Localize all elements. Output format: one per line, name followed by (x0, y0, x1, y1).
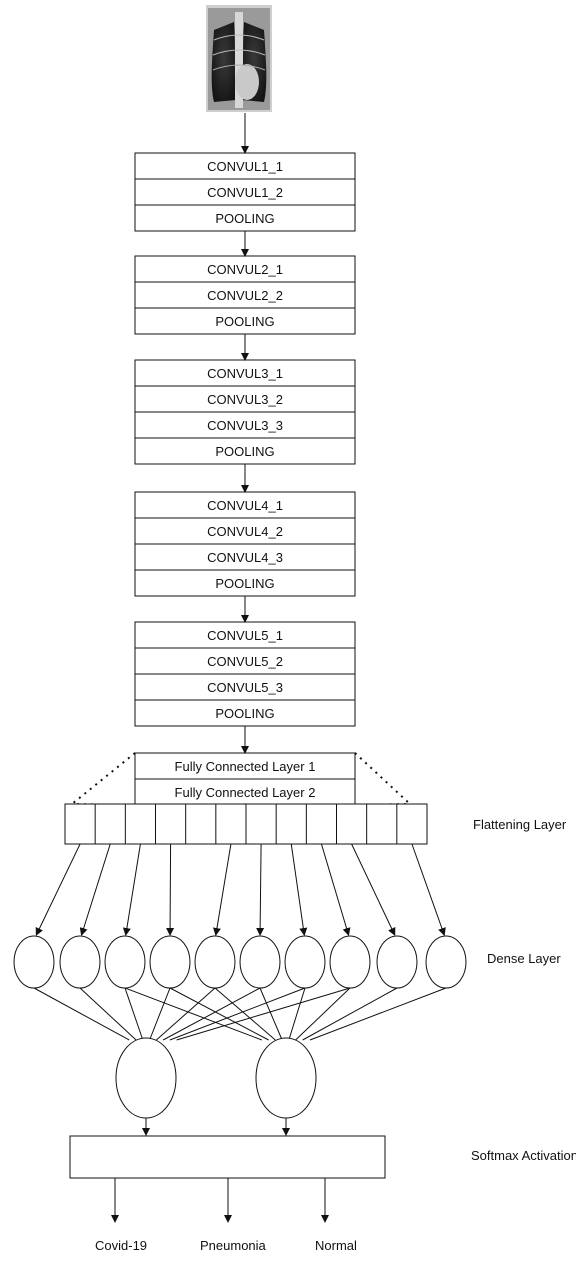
projection-dotted-line (72, 753, 135, 804)
output-node (256, 1038, 316, 1118)
dense-node (377, 936, 417, 988)
dense-to-output-line (289, 988, 305, 1040)
flatten-to-dense-arrow (412, 844, 444, 935)
layer-label: CONVUL3_2 (207, 392, 283, 407)
dense-to-output-line (310, 988, 446, 1040)
dense-to-output-line (34, 988, 129, 1040)
dense-node (240, 936, 280, 988)
dense-node (330, 936, 370, 988)
flatten-to-dense-arrow (291, 844, 304, 935)
layer-label: Fully Connected Layer 2 (175, 785, 316, 800)
layer-label: CONVUL3_3 (207, 418, 283, 433)
dense-to-output-line (125, 988, 262, 1040)
layer-label: CONVUL5_2 (207, 654, 283, 669)
dense-node (195, 936, 235, 988)
layer-label: CONVUL4_1 (207, 498, 283, 513)
dense-to-output-line (303, 988, 397, 1040)
dense-node (285, 936, 325, 988)
dense-node (60, 936, 100, 988)
dense-layer-label: Dense Layer (487, 951, 561, 966)
flatten-to-dense-arrow (216, 844, 231, 935)
layer-label: POOLING (215, 211, 274, 226)
layer-label: POOLING (215, 314, 274, 329)
dense-node (426, 936, 466, 988)
layer-label: POOLING (215, 706, 274, 721)
layer-label: CONVUL3_1 (207, 366, 283, 381)
flatten-to-dense-arrow (352, 844, 395, 935)
flatten-to-dense-arrow (82, 844, 111, 935)
layer-label: Fully Connected Layer 1 (175, 759, 316, 774)
dense-node (150, 936, 190, 988)
output-node (116, 1038, 176, 1118)
layer-label: POOLING (215, 576, 274, 591)
dense-node (14, 936, 54, 988)
flatten-to-dense-arrow (126, 844, 141, 935)
flatten-to-dense-arrow (260, 844, 261, 935)
softmax-activation-label: Softmax Activation (471, 1148, 576, 1163)
layer-label: CONVUL2_2 (207, 288, 283, 303)
flatten-to-dense-arrow (170, 844, 171, 935)
flatten-to-dense-arrow (36, 844, 80, 935)
layer-label: CONVUL4_2 (207, 524, 283, 539)
softmax-box (70, 1136, 385, 1178)
output-label-pneumonia: Pneumonia (200, 1238, 267, 1253)
dense-to-output-line (150, 988, 170, 1040)
chest-xray-image (206, 5, 272, 112)
dense-node (105, 936, 145, 988)
layer-label: CONVUL1_2 (207, 185, 283, 200)
layer-label: CONVUL4_3 (207, 550, 283, 565)
layer-label: CONVUL5_1 (207, 628, 283, 643)
dense-to-output-line (170, 988, 305, 1040)
dense-to-output-line (170, 988, 269, 1040)
projection-dotted-line (355, 753, 410, 804)
flattening-layer-label: Flattening Layer (473, 817, 567, 832)
layer-label: CONVUL2_1 (207, 262, 283, 277)
flatten-to-dense-arrow (321, 844, 348, 935)
layer-label: CONVUL5_3 (207, 680, 283, 695)
output-label-covid: Covid-19 (95, 1238, 147, 1253)
layer-label: POOLING (215, 444, 274, 459)
output-label-normal: Normal (315, 1238, 357, 1253)
layer-label: CONVUL1_1 (207, 159, 283, 174)
